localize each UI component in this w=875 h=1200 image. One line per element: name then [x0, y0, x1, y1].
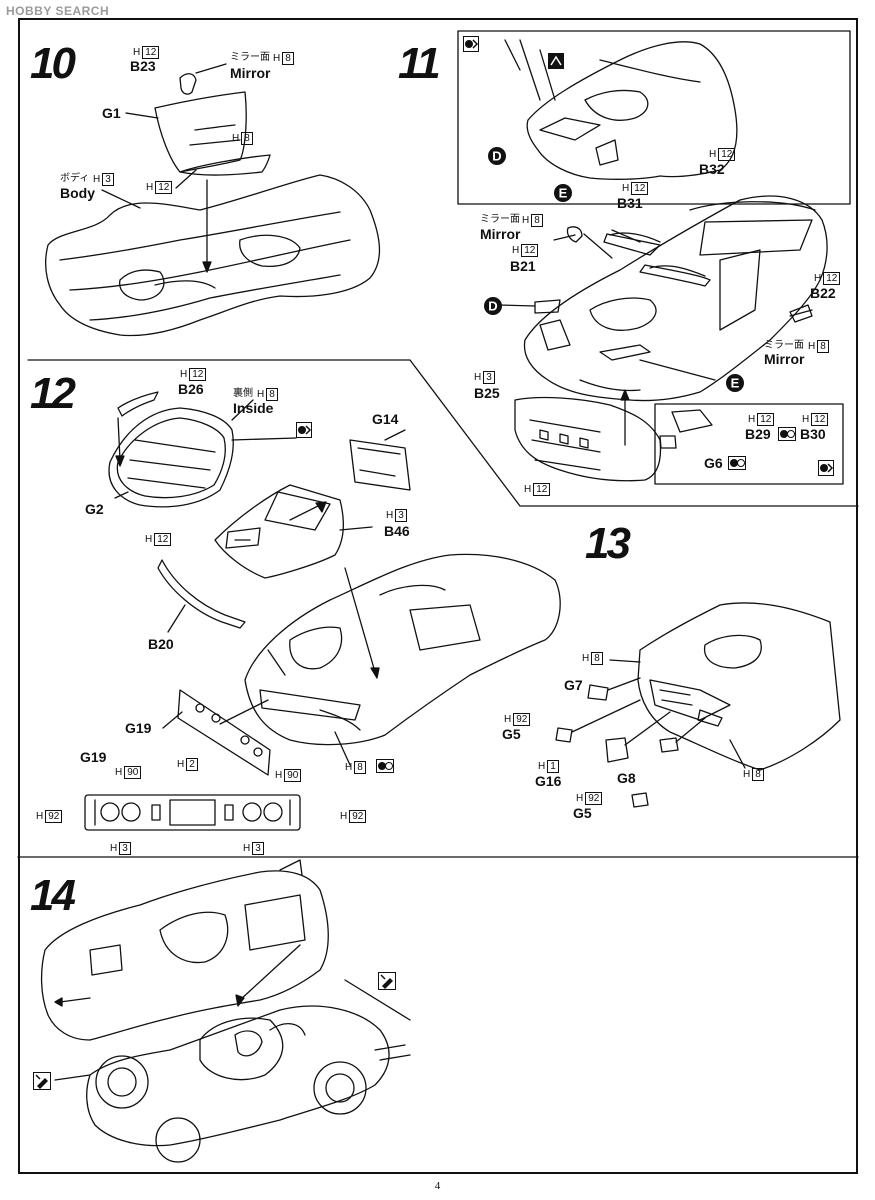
- glue-symbol-icon: [378, 972, 396, 990]
- step12-divider: [27, 359, 859, 507]
- mirror-label-11b: Mirror: [764, 351, 805, 367]
- part-g19-label: G19: [125, 720, 152, 736]
- watermark: HOBBY SEARCH: [6, 4, 110, 18]
- paint-mix-icon-12: [376, 759, 394, 773]
- part-g14-label: G14: [372, 411, 399, 427]
- part-g5-lower-label: G5: [573, 805, 592, 821]
- part-b21-label: B21: [510, 258, 536, 274]
- part-b46-label: B46: [384, 523, 410, 539]
- part-b22-label: B22: [810, 285, 836, 301]
- part-g16-label: G16: [535, 773, 562, 789]
- step-11-number: 11: [398, 39, 441, 88]
- step11-inset-box: [457, 30, 851, 205]
- inside-jp-label: 裏側: [233, 388, 253, 399]
- paint-symbol-icon: [463, 36, 479, 52]
- svg-text:D: D: [488, 299, 497, 314]
- decal-d-icon: D: [488, 147, 506, 165]
- decal-symbol-icon: [548, 53, 564, 69]
- part-b20-label: B20: [148, 636, 174, 652]
- body-label: Body: [60, 185, 95, 201]
- paint-mix-icon: [778, 427, 796, 441]
- part-b32-label: B32: [699, 161, 725, 177]
- svg-text:E: E: [731, 376, 740, 391]
- page-number: 4: [434, 1180, 441, 1192]
- step-12-number: 12: [30, 369, 76, 418]
- inside-label: Inside: [233, 400, 274, 416]
- mirror-label: Mirror: [230, 65, 271, 81]
- part-g19-detail-label: G19: [80, 749, 107, 765]
- part-g7-label: G7: [564, 677, 583, 693]
- mirror-face-jp-label: ミラー面: [230, 52, 270, 63]
- part-g5-upper-label: G5: [502, 726, 521, 742]
- glue-symbol-icon-2: [33, 1072, 51, 1090]
- part-b26-label: B26: [178, 381, 204, 397]
- part-g1-label: G1: [102, 105, 121, 121]
- part-b30-label: B30: [800, 426, 826, 442]
- step-14-number: 14: [30, 871, 76, 920]
- step-10-number: 10: [30, 39, 76, 88]
- part-b23-label: B23: [130, 58, 156, 74]
- part-g6-label: G6: [704, 455, 723, 471]
- step-13-number: 13: [585, 519, 631, 568]
- paint-symbol-icon-12: [296, 422, 312, 438]
- svg-text:E: E: [559, 186, 568, 201]
- part-b29-label: B29: [745, 426, 771, 442]
- decal-d-icon-2: D: [484, 297, 502, 315]
- decal-e-icon-2: E: [726, 374, 744, 392]
- svg-text:D: D: [492, 149, 501, 164]
- decal-e-icon: E: [554, 184, 572, 202]
- part-g2-label: G2: [85, 501, 104, 517]
- body-jp-label: ボディ: [60, 173, 90, 184]
- paint-symbol-icon-2: [818, 460, 834, 476]
- mirror-face-jp-label-11: ミラー面: [480, 214, 520, 225]
- part-g8-label: G8: [617, 770, 636, 786]
- mirror-face-jp-label-11b: ミラー面: [764, 340, 804, 351]
- mirror-label-11: Mirror: [480, 226, 521, 242]
- part-b31-label: B31: [617, 195, 643, 211]
- page-frame: [18, 18, 858, 1174]
- paint-mix-icon-g6: [728, 456, 746, 470]
- part-b25-label: B25: [474, 385, 500, 401]
